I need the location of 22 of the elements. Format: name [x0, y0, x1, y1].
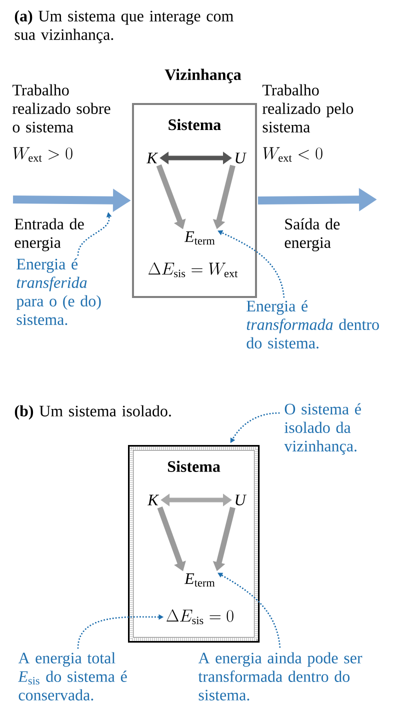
annotation-note: A energia total E$_{sis}$ do sistema é conservada.: [18, 652, 127, 701]
energy-symbol: U: [236, 152, 247, 164]
annotation-note: A energia ainda pode ser transformada dentro do sistema.: [198, 652, 362, 701]
energy-equation: $\Delta E_{\mathrm{sis}} = 0$: [166, 609, 234, 624]
energy-symbol: E$_{term}$: [184, 231, 215, 245]
energy-symbol: K: [146, 152, 158, 164]
energy-equation: $\Delta E_{\mathrm{sis}} = W_{\mathrm{ext}}$: [148, 262, 238, 278]
annotation-text: Trabalho realizado pelo sistema: [262, 84, 354, 132]
annotation-text: Entrada de energia: [14, 218, 84, 252]
annotation-note: O sistema é isolado da vizinhança.: [284, 403, 361, 455]
energy-symbol: K: [147, 494, 160, 506]
formula: $W_{\mathrm{ext}} > 0$: [13, 147, 72, 162]
annotation-note: Energia é transformada dentro do sistema.: [246, 300, 379, 349]
region-label: Vizinhança: [164, 68, 242, 84]
energy-symbol: U: [236, 494, 247, 506]
annotation-text: Trabalho realizado sobre o sistema: [12, 84, 110, 132]
annotation-text: Saída de energia: [284, 218, 340, 252]
energy-symbol: E$_{term}$: [184, 573, 215, 587]
formula: $W_{\mathrm{ext}} < 0$: [263, 147, 322, 162]
panel-heading: (b) Um sistema isolado.: [14, 405, 171, 420]
annotation-note: Energia é transferida para o (e do) sistema.: [16, 258, 101, 326]
panel-heading: (a) Um sistema que interage com sua vizinhança.: [14, 10, 234, 44]
